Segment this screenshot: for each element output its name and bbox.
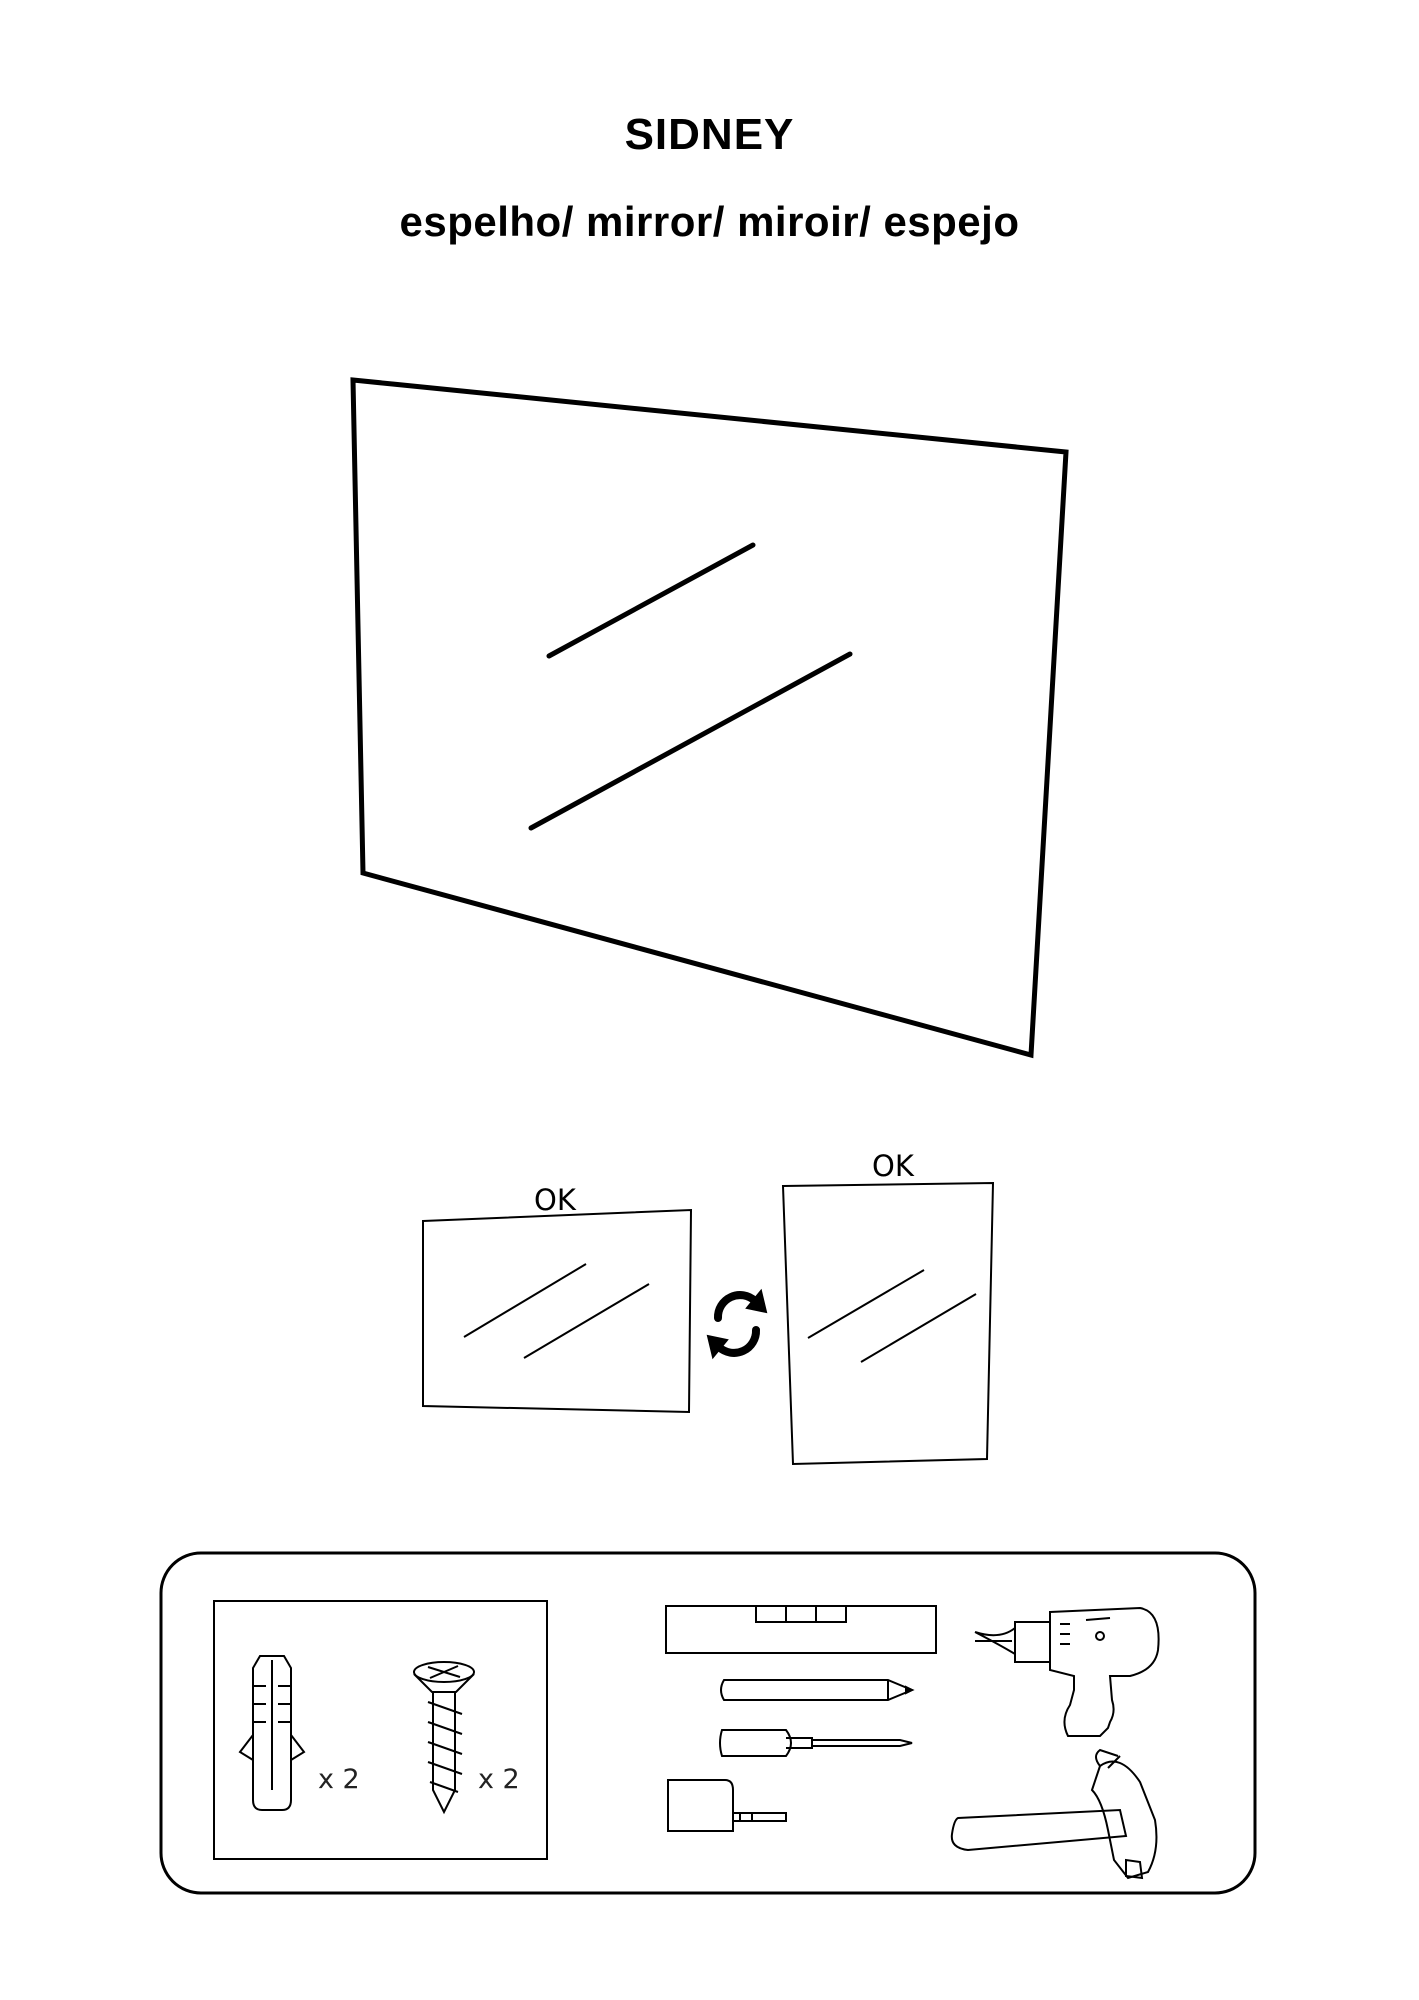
pencil-icon xyxy=(720,1679,915,1701)
mirror-frame xyxy=(350,377,1069,1059)
screw-icon xyxy=(413,1661,475,1815)
landscape-ok-label: OK xyxy=(534,1183,576,1217)
screwdriver-icon xyxy=(719,1729,913,1757)
hammer-icon xyxy=(950,1748,1158,1880)
mirror-glare-long xyxy=(528,651,853,831)
screw-quantity: x 2 xyxy=(478,1764,520,1795)
drill-icon xyxy=(974,1606,1160,1737)
tools-panel-border xyxy=(159,1551,1257,1895)
portrait-mirror-icon xyxy=(781,1181,995,1466)
tape-measure-icon xyxy=(667,1779,787,1832)
anchor-quantity: x 2 xyxy=(318,1764,360,1795)
wall-anchor-icon xyxy=(238,1655,306,1811)
product-name: SIDNEY xyxy=(624,110,795,159)
mirror-glare-short xyxy=(546,542,756,659)
level-icon xyxy=(665,1605,937,1654)
product-subtitle: espelho/ mirror/ miroir/ espejo xyxy=(399,198,1020,245)
portrait-ok-label: OK xyxy=(872,1149,914,1183)
mirror-illustration xyxy=(350,377,1069,1059)
rotate-icon xyxy=(706,1288,768,1360)
hardware-box xyxy=(213,1600,548,1860)
landscape-mirror-icon xyxy=(422,1208,693,1414)
tools-panel xyxy=(159,1551,1257,1895)
